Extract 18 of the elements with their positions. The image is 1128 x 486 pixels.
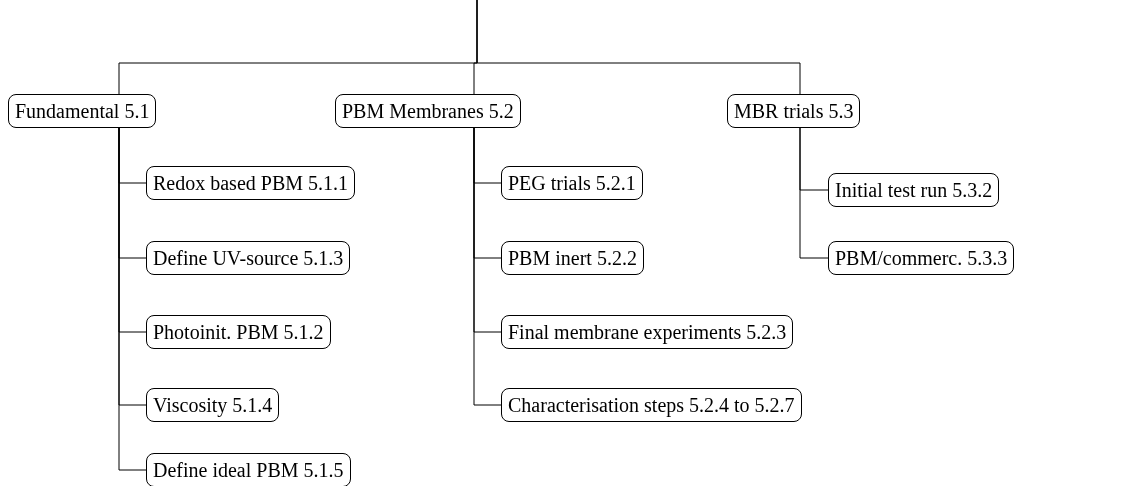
tree-node-box: Final membrane experiments 5.2.3 [501,315,794,349]
tree-node-box: PEG trials 5.2.1 [501,166,643,200]
connector-line [476,0,801,95]
tree-node-box: Photoinit. PBM 5.1.2 [146,315,331,349]
connector-line [473,127,502,406]
tree-node-box: MBR trials 5.3 [727,94,861,128]
tree-node-box: PBM/commerc. 5.3.3 [828,241,1015,275]
connector-line [799,127,829,259]
tree-node-box: Define ideal PBM 5.1.5 [146,453,351,486]
tree-node-box: Define UV-source 5.1.3 [146,241,351,275]
tree-node-box: Viscosity 5.1.4 [146,388,280,422]
tree-node-box: Initial test run 5.3.2 [828,173,1000,207]
tree-node-box: PBM inert 5.2.2 [501,241,644,275]
tree-node-box: Fundamental 5.1 [8,94,157,128]
tree-node-box: PBM Membranes 5.2 [335,94,521,128]
tree-node-box: Characterisation steps 5.2.4 to 5.2.7 [501,388,802,422]
tree-node-box: Redox based PBM 5.1.1 [146,166,355,200]
connector-line [118,127,147,471]
